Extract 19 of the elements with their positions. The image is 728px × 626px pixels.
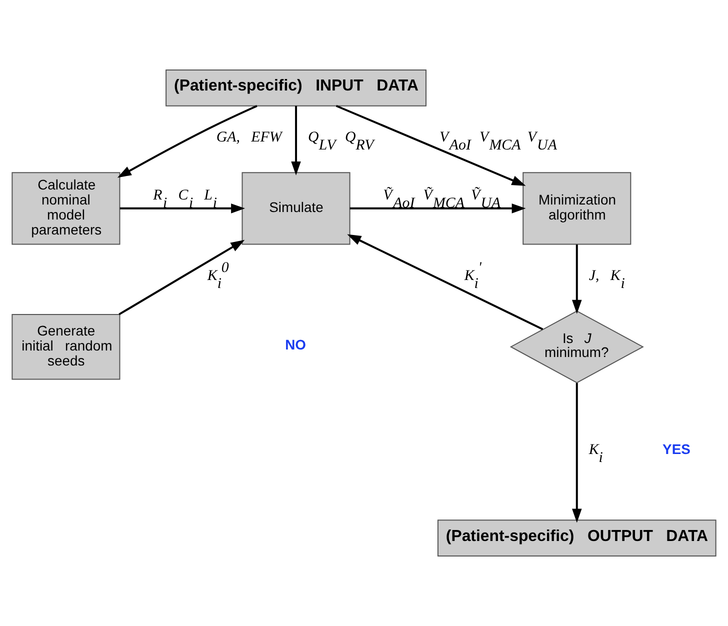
edge-label: GA, EFW (216, 130, 282, 146)
label: NO (285, 336, 306, 353)
arrow (336, 104, 526, 186)
arrow (291, 106, 301, 176)
node-box: Calculate nominal model parameters (12, 172, 120, 245)
arrow (117, 105, 258, 178)
arrow (118, 240, 245, 316)
node-box: Generate initial random seeds (12, 314, 120, 380)
arrow (572, 383, 582, 523)
node-box: Minimization algorithm (522, 172, 632, 245)
node-box: Simulate (242, 172, 350, 245)
arrow (120, 204, 246, 214)
node-box: (Patient-specific) INPUT DATA (166, 69, 426, 106)
arrow (347, 234, 544, 330)
node-diamond: Is J minimum? (510, 310, 644, 384)
node-box: (Patient-specific) OUTPUT DATA (437, 520, 716, 557)
arrow (572, 244, 582, 314)
label: YES (662, 441, 690, 458)
arrow (350, 204, 526, 214)
